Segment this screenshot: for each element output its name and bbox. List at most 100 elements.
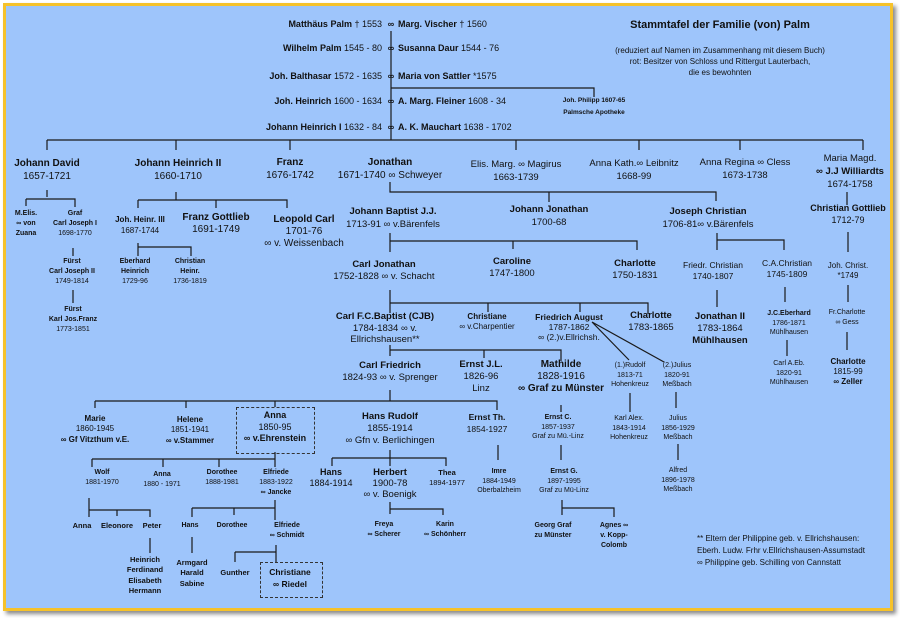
person-detail: Ferdinand xyxy=(126,565,164,575)
person-cfcb: Carl F.C.Baptist (CJB)1784-1834 ∞ v.Ellr… xyxy=(336,311,434,346)
person-detail: Zuana xyxy=(15,230,37,237)
person-dates: 1638 - 1702 xyxy=(463,122,512,132)
person-detail: 1676-1742 xyxy=(266,169,314,181)
person-frch: Fr.Charlotte∞ Gess xyxy=(829,308,866,328)
person-name: (1.)Rudolf xyxy=(614,362,646,370)
person-name: Agnes ∞ xyxy=(599,522,629,529)
person-dates: 1632 - 84 xyxy=(343,122,382,132)
person-detail: 1855-1914 xyxy=(367,423,413,434)
person-name: Jonathan xyxy=(367,156,413,168)
person-detail: 1826-96 xyxy=(463,371,499,382)
person-detail: Karl Jos.Franz xyxy=(48,316,98,323)
person-detail: 1850-95 xyxy=(258,421,292,432)
person-name: Peter xyxy=(142,521,162,530)
person-dates: 1600 - 1634 xyxy=(333,96,382,106)
person-detail: 1896-1978 xyxy=(661,476,695,484)
person-name: Joh. Balthasar xyxy=(269,71,332,81)
person-detail: *1749 xyxy=(837,271,859,280)
person-detail: zu Münster xyxy=(534,532,572,539)
person-name: Dorothee xyxy=(216,522,248,529)
person-dor2: Dorothee xyxy=(217,521,248,531)
chart-title: Stammtafel der Familie (von) Palm xyxy=(630,19,810,31)
person-name: Christian xyxy=(174,258,206,265)
person-name: Graf xyxy=(67,210,83,217)
person-jbjj: Johann Baptist J.J.1713-91 ∞ v.Bärenfels xyxy=(346,205,440,231)
person-name: Johann Baptist J.J. xyxy=(349,205,437,217)
person-dates: *1575 xyxy=(473,71,497,81)
person-detail: ∞ Gess xyxy=(835,319,859,326)
person-name: Julius xyxy=(669,415,687,423)
person-detail: ∞ v. Boenigk xyxy=(363,488,417,500)
person-detail: Palmsche Apotheke xyxy=(563,109,625,116)
person-detail: 1894-1977 xyxy=(429,478,465,487)
person-detail: 1888-1981 xyxy=(205,479,239,486)
person-detail: 1671-1740 ∞ Schweyer xyxy=(337,169,443,181)
person-detail: 1749-1814 xyxy=(55,278,89,285)
person-name: Gunther xyxy=(220,568,250,577)
person-detail: ∞ Graf zu Münster xyxy=(517,383,605,394)
person-name: Maria von Sattler xyxy=(398,71,471,81)
subtitle-line: (reduziert auf Namen im Zusammenhang mit… xyxy=(615,46,825,55)
person-name: Charlotte xyxy=(630,310,672,321)
person-detail: 1657-1721 xyxy=(23,170,71,182)
person-name: Heinrich xyxy=(129,554,161,564)
marriage-icon: ∞ xyxy=(387,96,395,106)
person-detail: Heinr. xyxy=(180,268,200,275)
person-detail: Mühlhausen xyxy=(769,379,809,387)
person-detail: 1736-1819 xyxy=(173,278,207,285)
person-detail: 1815-99 xyxy=(833,367,863,376)
person-name: Matthäus Palm xyxy=(288,19,352,29)
subtitle-line: die es bewohnten xyxy=(688,68,752,77)
person-detail: 1828-1916 xyxy=(537,371,585,382)
person-detail: 1843-1914 xyxy=(612,424,646,432)
marriage-icon: ∞ xyxy=(387,122,395,132)
person-detail: ∞ Riedel xyxy=(273,579,307,589)
person-name: Ernst J.L. xyxy=(459,359,503,370)
marriage-icon: ∞ xyxy=(387,71,395,81)
person-detail: v. Kopp- xyxy=(600,532,628,539)
person-detail: 1740-1807 xyxy=(692,270,734,281)
person-name: Ernst C. xyxy=(544,414,572,422)
subtitle-line: rot: Besitzer von Schloss und Rittergut … xyxy=(629,57,811,66)
person-detail: ∞ Gf Vitzthum v.E. xyxy=(60,434,130,444)
person-name: Johann Heinrich II xyxy=(134,157,222,169)
person-name: Christiane xyxy=(269,567,311,577)
person-detail: Carl Joseph II xyxy=(49,268,95,275)
person-name: Leopold Carl xyxy=(273,214,335,225)
person-detail: 1856-1929 xyxy=(661,424,695,432)
person-detail: ∞ v.Stammer xyxy=(165,435,215,445)
person-name: Christian Gottlieb xyxy=(810,203,886,214)
person-detail: 1712-79 xyxy=(831,214,865,225)
person-name: Karl Alex. xyxy=(614,415,644,423)
person-detail: Carl Joseph I xyxy=(53,220,97,227)
person-name: Maria Magd. xyxy=(823,152,877,164)
person-agn: Agnes ∞v. Kopp-Colomb xyxy=(600,521,628,551)
person-hans2: Hans xyxy=(181,521,198,531)
person-detail: ∞ J.J Williardts xyxy=(816,165,884,177)
person-detail: Hermann xyxy=(128,586,162,596)
person-detail: ∞ von xyxy=(16,220,36,227)
